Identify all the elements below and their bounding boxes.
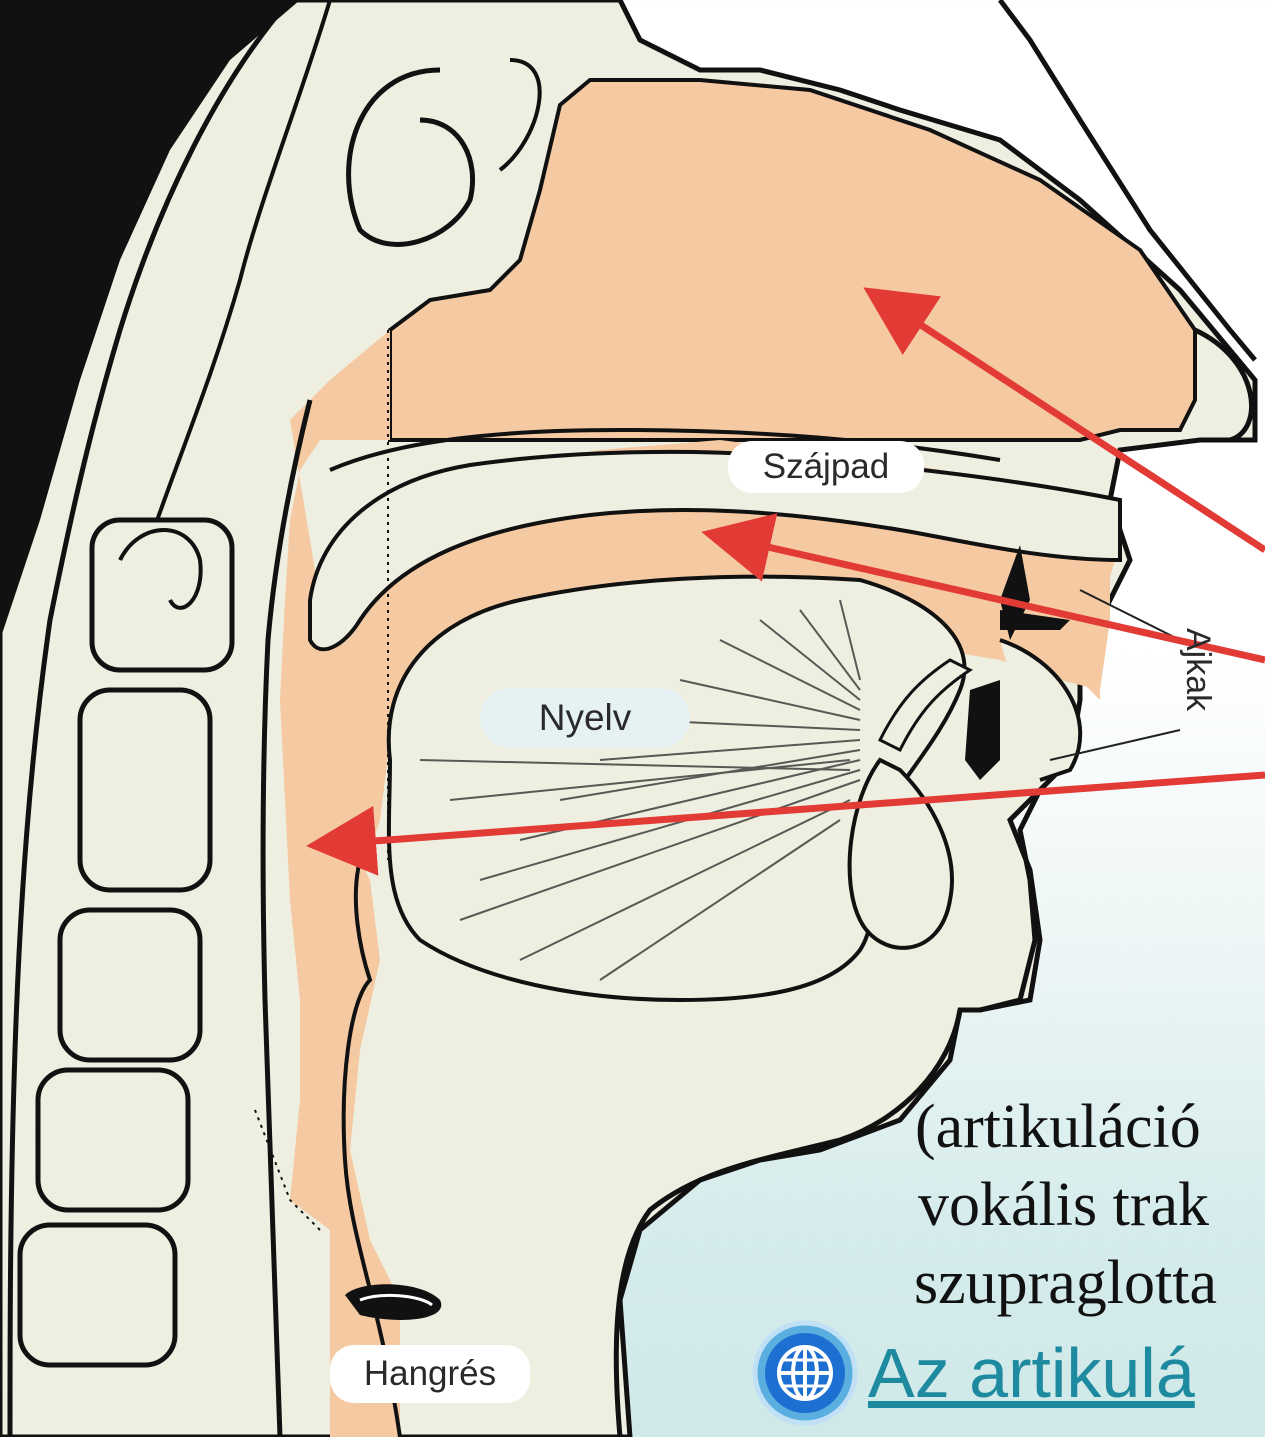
article-link[interactable]: Az artikulá: [752, 1318, 1265, 1428]
vertebra: [92, 520, 232, 670]
label-lips: Ajkak: [1178, 628, 1217, 711]
vertebra: [60, 910, 200, 1060]
label-glottis: Hangrés: [330, 1345, 530, 1403]
globe-icon[interactable]: [752, 1320, 858, 1426]
link-text[interactable]: Az artikulá: [868, 1333, 1195, 1413]
label-tongue: Nyelv: [480, 688, 690, 748]
vertebra: [20, 1225, 175, 1365]
label-palate: Szájpad: [728, 441, 924, 493]
caption-line-1: (artikuláció: [915, 1092, 1265, 1163]
vertebra: [80, 690, 210, 890]
caption-line-2: vokális trak: [918, 1170, 1265, 1241]
caption-line-3: szupraglotta: [914, 1248, 1264, 1319]
vertebra: [38, 1070, 188, 1210]
